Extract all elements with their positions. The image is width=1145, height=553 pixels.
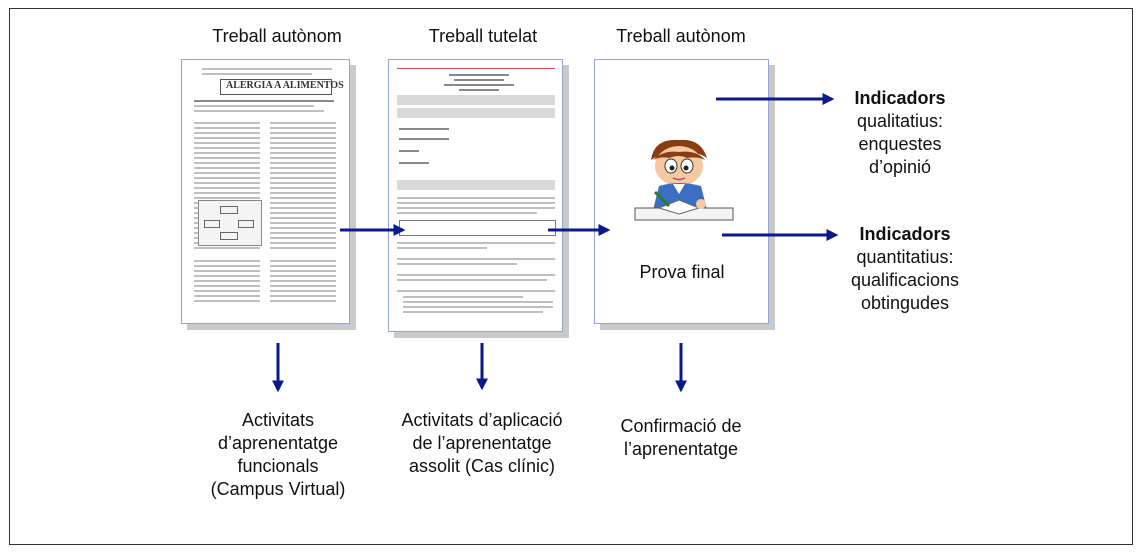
caption-application-activities: Activitats d’aplicació de l’aprenentatge… bbox=[401, 410, 563, 476]
caption-learning-confirmation: Confirmació de l’aprenentatge bbox=[620, 416, 742, 459]
final-exam-card: Prova final bbox=[594, 59, 769, 324]
column-title-2: Treball tutelat bbox=[428, 26, 538, 46]
article-document: ALERGIA A ALIMENTOS bbox=[181, 59, 350, 324]
diagram-frame bbox=[9, 8, 1133, 545]
caption-functional-activities: Activitats d’aprenentatge funcionals (Ca… bbox=[210, 410, 346, 499]
clinical-case-document bbox=[388, 59, 563, 332]
column-title-1: Treball autònom bbox=[212, 26, 342, 46]
final-exam-label: Prova final bbox=[639, 262, 725, 282]
quantitative-indicators: Indicadors quantitatius: qualificacions … bbox=[850, 224, 960, 313]
student-studying-icon bbox=[634, 139, 734, 221]
column-title-3: Treball autònom bbox=[616, 26, 746, 46]
qualitative-indicators: Indicadors qualitatius: enquestes d’opin… bbox=[854, 88, 946, 177]
article-heading: ALERGIA A ALIMENTOS bbox=[226, 80, 344, 91]
